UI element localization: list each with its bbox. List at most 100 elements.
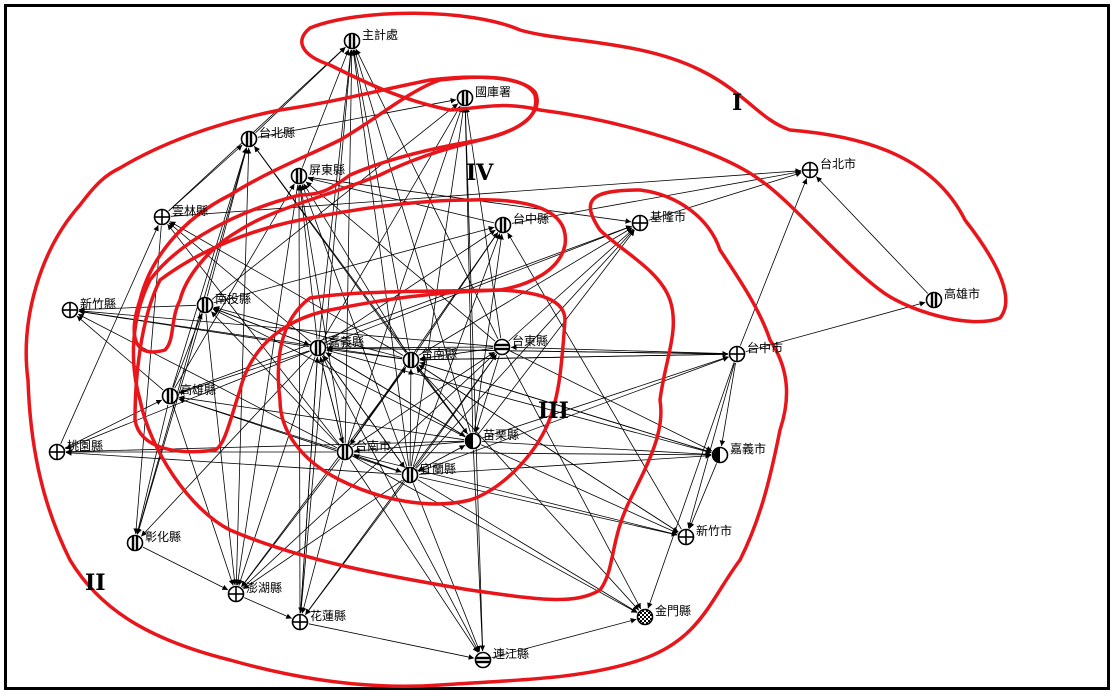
node-jilong[interactable]: 基隆市	[631, 209, 687, 232]
edge-miaoli-tainanshi	[353, 441, 465, 454]
edge-gaoxiongxian-taibeixian	[172, 147, 248, 388]
edge-gaoxiongshi-taibeishi	[815, 176, 929, 294]
edge-miaoli-gaoxiongxian	[178, 395, 465, 441]
node-xinzhushi[interactable]: 新竹市	[677, 523, 733, 546]
edge-tainanxian-jiayixian	[326, 347, 403, 360]
node-label: 澎湖縣	[246, 580, 282, 595]
region-outline-III	[276, 288, 567, 506]
edge-yunlin-zhanghua	[133, 225, 162, 535]
node-jiayixian[interactable]: 嘉義縣	[309, 334, 365, 357]
node-gaoxiongxian[interactable]: 高雄縣	[161, 382, 217, 405]
edge-jiayixian-gaoxiongxian	[178, 350, 310, 395]
edge-nantou-jiayixian	[213, 307, 310, 346]
node-pingdong[interactable]: 屏東縣	[290, 163, 346, 185]
node-tainanshi[interactable]: 台南市	[336, 438, 392, 461]
edge-layer	[60, 46, 929, 660]
node-taidong[interactable]: 台東縣	[493, 333, 549, 356]
node-label: 台東縣	[512, 333, 548, 348]
edge-taidong-miaoli	[474, 355, 500, 433]
edge-tainanshi-pingdong	[298, 184, 344, 444]
edge-jiayixian-miaoli	[325, 352, 466, 437]
edge-yilan-lianjiang	[412, 483, 481, 652]
node-marker-vbar	[161, 387, 179, 405]
edge-taizhongshi-gaoxiongshi	[745, 301, 926, 352]
edge-taoyuan-gaoxiongxian	[64, 399, 163, 449]
region-outline-I	[300, 11, 1008, 324]
node-miaoli[interactable]: 苗栗縣	[464, 428, 520, 450]
node-label: 彰化縣	[145, 529, 181, 544]
node-xinzhuxian[interactable]: 新竹縣	[61, 296, 117, 319]
edge-penghu-taibeixian	[235, 147, 252, 586]
edge-taizhongxian-pingdong	[307, 176, 495, 224]
node-guokushu[interactable]: 國庫署	[456, 85, 512, 107]
node-jiayishi[interactable]: 嘉義市	[711, 441, 767, 464]
node-taoyuan[interactable]: 桃園縣	[48, 438, 104, 461]
node-label: 雲林縣	[172, 204, 208, 218]
node-label: 新竹市	[696, 523, 732, 538]
node-zhujichu[interactable]: 主計處	[343, 27, 399, 50]
node-label: 台北市	[820, 156, 856, 171]
node-label: 新竹縣	[80, 296, 116, 311]
node-taizhongshi[interactable]: 台中市	[728, 340, 784, 363]
edge-jiayishi-xinzhushi	[688, 463, 717, 529]
node-marker-vbar	[402, 351, 420, 369]
edge-gaoxiongxian-pingdong	[174, 183, 295, 389]
edge-tainanshi-yunlin	[167, 223, 340, 446]
node-label: 高雄市	[944, 286, 980, 301]
edge-jiayixian-tainanshi	[319, 356, 345, 444]
node-marker-vbar	[309, 339, 327, 357]
edge-jilong-taibeishi	[648, 171, 802, 221]
node-label: 台北縣	[259, 125, 295, 140]
edge-nantou-zhanghua	[136, 313, 203, 535]
edge-tainanxian-taizhongshi	[419, 351, 729, 361]
node-gaoxiongshi[interactable]: 高雄市	[925, 286, 981, 309]
node-taizhongxian[interactable]: 台中縣	[494, 211, 550, 234]
edge-miaoli-taibeixian	[254, 145, 468, 435]
edge-yilan-taoyuan	[65, 450, 402, 475]
node-label: 台中市	[747, 340, 783, 355]
edge-hualian-zhujichu	[300, 49, 354, 614]
node-yilan[interactable]: 宜蘭縣	[401, 461, 457, 484]
edge-tainanshi-jinmen	[352, 455, 638, 614]
node-marker-vbar	[456, 89, 474, 107]
node-yunlin[interactable]: 雲林縣	[153, 204, 209, 226]
node-zhanghua[interactable]: 彰化縣	[126, 529, 182, 552]
edge-tainanshi-nantou	[210, 311, 340, 446]
node-marker-vbar	[494, 216, 512, 234]
node-label: 嘉義市	[730, 441, 766, 456]
edge-miaoli-jiayishi	[481, 441, 712, 457]
region-layer	[24, 11, 1008, 688]
edge-yilan-jinmen	[417, 479, 638, 613]
node-layer: 主計處國庫署台北縣屏東縣雲林縣台中縣基隆市台北市高雄市新竹縣南投縣嘉義縣台南縣台…	[48, 27, 981, 669]
node-taibeishi[interactable]: 台北市	[801, 156, 857, 179]
edge-taidong-jiayixian	[326, 345, 494, 351]
node-hualian[interactable]: 花蓮縣	[291, 608, 347, 631]
edge-taibeixian-zhujichu	[255, 46, 346, 134]
edge-jiayixian-taizhongshi	[326, 347, 729, 357]
node-marker-vbar	[343, 32, 361, 50]
node-jinmen[interactable]: 金門縣	[636, 603, 692, 626]
node-taibeixian[interactable]: 台北縣	[240, 125, 296, 148]
node-marker-check	[636, 608, 654, 626]
node-nantou[interactable]: 南投縣	[196, 291, 252, 314]
edge-tainanxian-xinzhushi	[418, 364, 679, 533]
node-marker-vbar	[290, 167, 308, 185]
node-tainanxian[interactable]: 台南縣	[402, 346, 458, 369]
edge-miaoli-xinzhushi	[481, 444, 678, 534]
edge-tainanxian-penghu	[241, 366, 406, 588]
edge-hualian-pingdong	[296, 184, 302, 614]
edge-tainanxian-miaoli	[416, 366, 468, 435]
node-marker-vbar	[240, 130, 258, 148]
edge-lianjiang-jinmen	[491, 618, 637, 659]
node-label: 桃園縣	[67, 438, 103, 453]
node-lianjiang[interactable]: 連江縣	[474, 647, 530, 669]
node-marker-hbar	[493, 338, 511, 356]
edge-taizhongshi-xinzhushi	[687, 362, 735, 529]
edge-jiayixian-yilan	[322, 355, 406, 468]
edge-miaoli-guokushu	[462, 106, 474, 433]
edge-nantou-guokushu	[211, 103, 459, 300]
edge-tainanshi-lianjiang	[349, 459, 479, 653]
edge-yilan-xinzhushi	[418, 476, 678, 537]
node-penghu[interactable]: 澎湖縣	[227, 580, 283, 603]
node-marker-vbar	[336, 443, 354, 461]
